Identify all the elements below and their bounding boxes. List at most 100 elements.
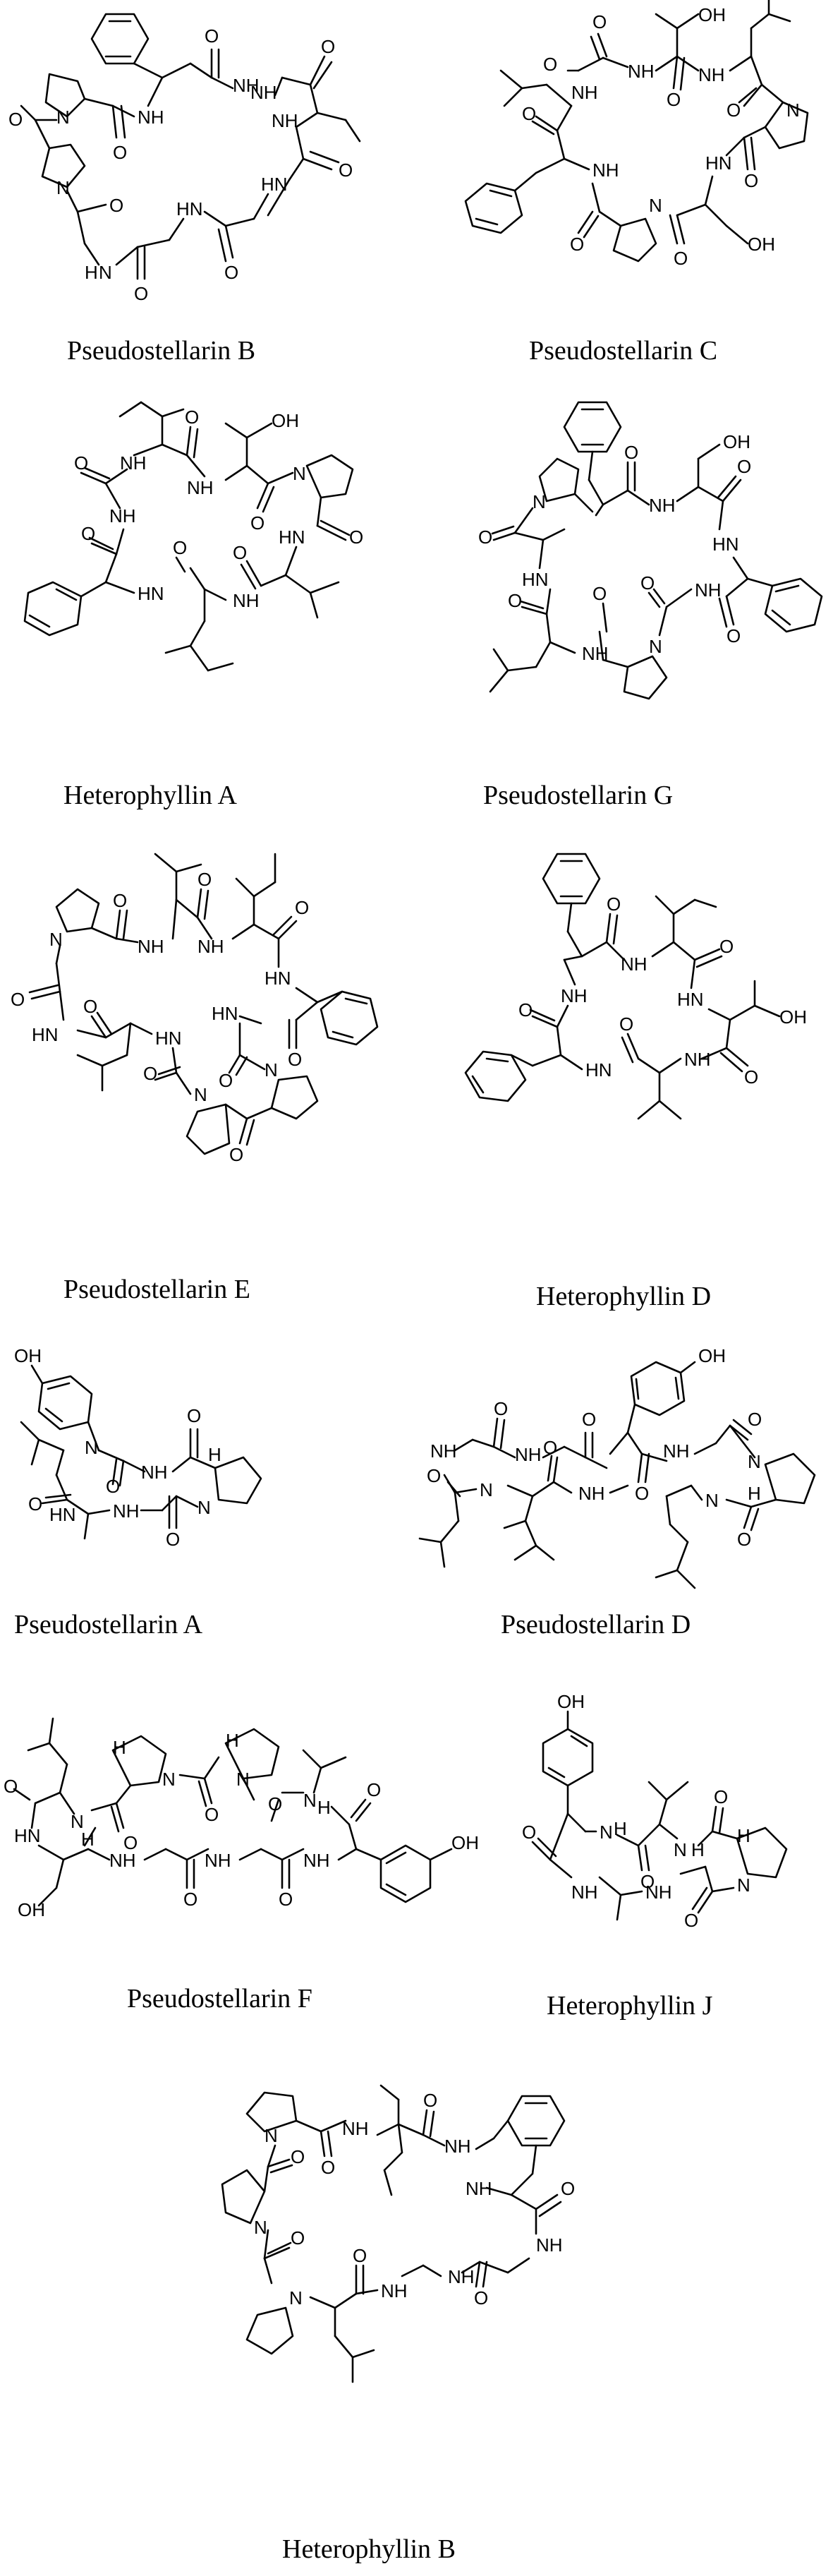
atom-nh: NH <box>430 1440 457 1462</box>
atom-nh: NH <box>571 82 598 103</box>
pyrrolidine-ring <box>55 888 100 933</box>
atom-o: O <box>4 1776 18 1797</box>
caption-heterophyllin-b: Heterophyllin B <box>282 2534 456 2565</box>
atom-o: O <box>183 1889 197 1910</box>
atom-o: O <box>291 2227 305 2249</box>
atom-n: N <box>786 100 800 121</box>
atom-o: O <box>123 1832 138 1853</box>
caption-pseudostellarin-f: Pseudostellarin F <box>127 1983 312 2014</box>
atom-o: O <box>624 442 638 463</box>
atom-hn: HN <box>585 1059 612 1081</box>
structure-heterophyllin-a: O NH OH O N O HN O NH O <box>0 395 416 840</box>
atom-o: O <box>619 1013 633 1035</box>
atom-nh: NH <box>571 1882 598 1903</box>
atom-n: N <box>600 1822 613 1843</box>
compound-suffix: J <box>702 1991 713 2021</box>
caption-pseudostellarin-b: Pseudostellarin B <box>67 335 255 366</box>
atom-nh: NH <box>113 1500 140 1522</box>
atom-o: O <box>339 160 353 181</box>
atom-nh: NH <box>120 452 147 474</box>
benzene-ring <box>630 1361 686 1416</box>
molecule-drawing: OH N H O N H O H N O NH <box>522 1691 788 1931</box>
atom-h: H <box>317 1797 331 1818</box>
compound-name: Pseudostellarin E <box>63 1275 250 1304</box>
atom-oh: OH <box>557 1691 585 1712</box>
molecule-drawing: O NH OH O N O HN O NH O <box>23 401 363 672</box>
atom-o: O <box>295 897 309 918</box>
atom-nh: NH <box>466 2178 492 2199</box>
atom-nh: NH <box>448 2266 475 2287</box>
atom-nh: NH <box>342 2118 369 2139</box>
atom-o: O <box>224 262 238 283</box>
compound-name: Pseudostellarin C <box>529 336 718 366</box>
atom-o: O <box>423 2090 437 2111</box>
atom-o: O <box>233 542 247 563</box>
atom-o: O <box>474 2287 488 2309</box>
structure-pseudostellarin-a: OH O NH O H N O NH O HN <box>0 1334 416 1687</box>
atom-hn: HN <box>49 1504 76 1525</box>
compound-name: Pseudostellarin B <box>67 336 256 366</box>
caption-pseudostellarin-a: Pseudostellarin A <box>14 1609 202 1640</box>
pyrrolidine-ring <box>305 454 354 499</box>
atom-nh: NH <box>663 1440 690 1462</box>
benzene-ring <box>379 1844 432 1903</box>
atom-o: O <box>166 1529 180 1550</box>
pyrrolidine-ring <box>270 1075 319 1120</box>
atom-h: H <box>113 1737 126 1758</box>
molecule-drawing: O NH O HN O HN O N O <box>11 853 379 1165</box>
atom-o: O <box>279 1889 293 1910</box>
compound-suffix: B <box>437 2534 456 2564</box>
pyrrolidine-ring <box>41 143 86 188</box>
atom-nh: NH <box>141 1462 168 1483</box>
atom-o: O <box>321 36 335 57</box>
pyrrolidine-ring <box>214 1456 262 1505</box>
atom-nh: NH <box>582 643 609 664</box>
atom-o: O <box>635 1483 649 1504</box>
structure-pseudostellarin-f: H N H N O O N H O HN OH NH <box>0 1687 494 2082</box>
atom-n: N <box>303 1790 317 1811</box>
atom-o: O <box>737 456 751 477</box>
atom-n: N <box>748 1451 761 1472</box>
atom-o: O <box>106 1476 120 1497</box>
atom-nh: NH <box>561 985 588 1006</box>
atom-o: O <box>582 1409 596 1430</box>
compound-name: Heterophyllin <box>63 781 213 810</box>
atom-n: N <box>56 107 70 128</box>
atom-o: O <box>113 890 127 911</box>
atom-o: O <box>522 1822 536 1843</box>
atom-o: O <box>726 625 741 646</box>
caption-heterophyllin-d: Heterophyllin D <box>536 1281 711 1312</box>
atom-o: O <box>427 1465 441 1486</box>
atom-nh: NH <box>592 160 619 181</box>
structure-pseudostellarin-e: O NH O HN O HN O N O <box>0 840 416 1334</box>
atom-n: N <box>194 1084 207 1105</box>
atom-nh: NH <box>197 936 224 957</box>
atom-oh: OH <box>748 234 775 255</box>
atom-o: O <box>28 1493 42 1515</box>
pyrrolidine-ring <box>245 2091 298 2133</box>
atom-o: O <box>714 1786 728 1807</box>
atom-o: O <box>640 1871 655 1892</box>
compound-name: Pseudostellarin F <box>127 1984 312 2014</box>
atom-nh: NH <box>250 82 277 103</box>
atom-n: N <box>197 1497 211 1518</box>
atom-h: H <box>85 262 98 283</box>
pyrrolidine-ring <box>623 655 668 700</box>
benzene-ring <box>464 182 523 234</box>
atom-o: O <box>570 234 584 255</box>
atom-nh: NH <box>233 75 260 96</box>
atom-n: N <box>85 1437 98 1458</box>
pyrrolidine-ring <box>538 457 580 502</box>
atom-nh: NH <box>109 1850 136 1871</box>
compound-name: Pseudostellarin A <box>14 1610 203 1639</box>
molecule-drawing: OH O NH O N H O N NH <box>418 1345 816 1589</box>
atom-o: O <box>478 526 492 548</box>
atom-o: O <box>748 1409 762 1430</box>
atom-h: H <box>748 1483 761 1504</box>
benzene-ring <box>464 1050 527 1102</box>
atom-o: O <box>640 572 655 594</box>
atom-o: O <box>321 2157 335 2178</box>
caption-heterophyllin-a: Heterophyllin A <box>63 780 237 811</box>
atom-n: N <box>649 636 662 657</box>
atom-o: O <box>250 512 265 534</box>
